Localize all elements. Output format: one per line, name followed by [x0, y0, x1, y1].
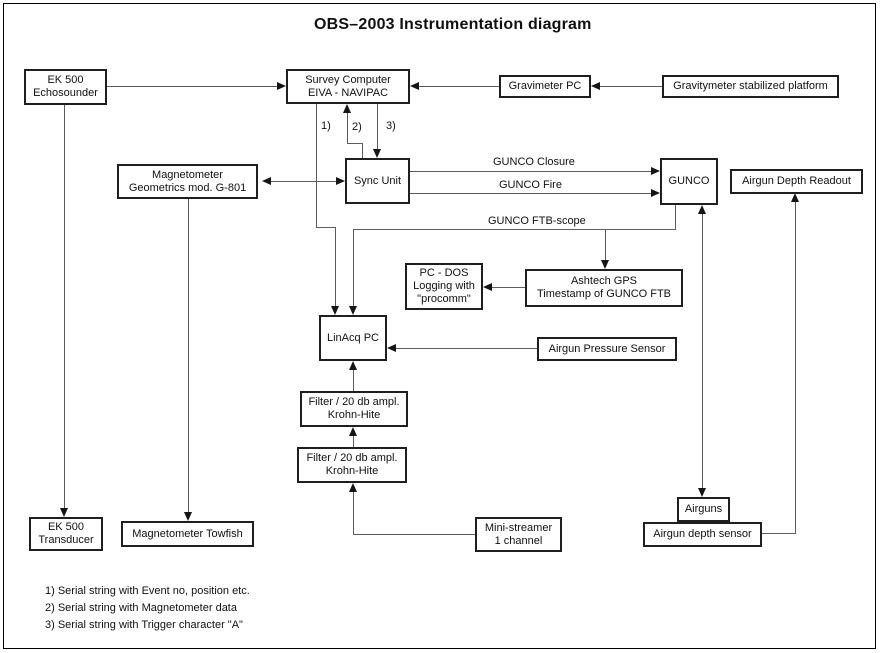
- node-magnetometer: Magnetometer Geometrics mod. G-801: [117, 164, 258, 199]
- edge-label-serial2: 2): [352, 121, 362, 133]
- node-magnetometer-towfish: Magnetometer Towfish: [121, 521, 254, 547]
- footnote-serial1: 1) Serial string with Event no, position…: [45, 585, 250, 597]
- edge-filterlower-to-filterupper-line: [353, 436, 354, 447]
- node-ashtech-gps: Ashtech GPS Timestamp of GUNCO FTB: [525, 269, 683, 307]
- edge-label-serial1: 1): [321, 120, 331, 132]
- outer-frame: [3, 3, 876, 649]
- node-ek500-transducer: EK 500 Transducer: [29, 517, 103, 551]
- edge-ek500-to-transducer-line: [64, 105, 65, 509]
- edge-gunco-fire-line: [410, 193, 651, 194]
- edge-gunco-ftb-line: [675, 205, 676, 230]
- arrowhead-into-pcdos-icon: [483, 283, 492, 291]
- arrowhead-into-filterupper-icon: [349, 427, 357, 436]
- node-gravimeter-pc: Gravimeter PC: [499, 75, 591, 98]
- arrowhead-into-towfish-icon: [184, 512, 192, 521]
- edge-serial1-line: [316, 227, 336, 228]
- node-airgun-depth-readout: Airgun Depth Readout: [730, 169, 863, 194]
- arrowhead-into-survey-bottom-icon: [343, 104, 351, 113]
- arrowhead-into-linacq-bottom-icon: [349, 361, 357, 370]
- arrowhead-into-transducer-icon: [60, 508, 68, 517]
- edge-gunco-closure-line: [410, 171, 651, 172]
- edge-ashtech-to-pcdos-line: [492, 287, 525, 288]
- arrowhead-into-survey-right-icon: [410, 82, 419, 90]
- node-airguns: Airguns: [677, 497, 730, 522]
- edge-magnetometer-sync-line: [271, 181, 337, 182]
- node-ek500-echosounder: EK 500 Echosounder: [24, 69, 107, 105]
- edge-depthsensor-to-readout-line: [762, 533, 796, 534]
- edge-gravimeterpc-to-survey-line: [419, 86, 499, 87]
- edge-platform-to-gravimeterpc-line: [600, 86, 662, 87]
- edge-serial2-line: [347, 143, 363, 144]
- edge-gunco-airguns-line: [702, 214, 703, 489]
- edge-gunco-ftb-line: [353, 229, 354, 307]
- arrowhead-into-sync-top-icon: [373, 149, 381, 158]
- node-pc-dos: PC - DOS Logging with "procomm": [405, 263, 483, 310]
- edge-filterupper-to-linacq-line: [353, 370, 354, 391]
- edge-ek500-to-survey-line: [107, 86, 277, 87]
- node-linacq-pc: LinAcq PC: [319, 315, 387, 361]
- node-airgun-pressure-sensor: Airgun Pressure Sensor: [537, 337, 677, 361]
- edge-ftb-branch-to-ashtech-line: [605, 229, 606, 261]
- arrowhead-into-magnetometer-icon: [262, 177, 271, 185]
- footnote-serial3: 3) Serial string with Trigger character …: [45, 619, 243, 631]
- arrowhead-into-airguns-icon: [698, 488, 706, 497]
- arrowhead-into-linacq-top2-icon: [349, 306, 357, 315]
- edge-label-gunco-ftb-scope: GUNCO FTB-scope: [486, 215, 588, 227]
- node-filter-upper: Filter / 20 db ampl. Krohn-Hite: [300, 391, 408, 427]
- arrowhead-gunco-fire-icon: [651, 189, 660, 197]
- node-airgun-depth-sensor: Airgun depth sensor: [643, 522, 762, 547]
- arrowhead-into-linacq-top1-icon: [331, 306, 339, 315]
- edge-pressure-to-linacq-line: [396, 348, 537, 349]
- arrowhead-into-ashtech-icon: [601, 260, 609, 269]
- edge-gunco-ftb-line: [353, 229, 676, 230]
- edge-label-gunco-closure: GUNCO Closure: [491, 156, 577, 168]
- edge-serial1-line: [335, 227, 336, 307]
- node-filter-lower: Filter / 20 db ampl. Krohn-Hite: [297, 447, 407, 483]
- node-survey-computer: Survey Computer EIVA - NAVIPAC: [286, 69, 410, 104]
- node-sync-unit: Sync Unit: [345, 158, 410, 204]
- edge-ministreamer-to-filterlower-line: [353, 534, 475, 535]
- footnote-serial2: 2) Serial string with Magnetometer data: [45, 602, 237, 614]
- node-mini-streamer: Mini-streamer 1 channel: [475, 517, 562, 552]
- edge-label-gunco-fire: GUNCO Fire: [497, 179, 564, 191]
- diagram-title: OBS–2003 Instrumentation diagram: [314, 16, 592, 33]
- edge-ministreamer-to-filterlower-line: [353, 492, 354, 534]
- arrowhead-into-sync-left-icon: [336, 177, 345, 185]
- edge-magnetometer-to-towfish-line: [188, 199, 189, 513]
- node-gravitymeter-platform: Gravitymeter stabilized platform: [662, 75, 839, 98]
- edge-serial3-line: [377, 104, 378, 150]
- arrowhead-into-linacq-right-icon: [387, 344, 396, 352]
- arrowhead-into-survey-left-icon: [277, 82, 286, 90]
- arrowhead-gunco-closure-icon: [651, 167, 660, 175]
- arrowhead-into-filterlower-icon: [349, 483, 357, 492]
- node-gunco: GUNCO: [660, 158, 718, 205]
- edge-serial2-line: [362, 143, 363, 158]
- arrowhead-into-gravimeterpc-icon: [591, 82, 600, 90]
- edge-label-serial3: 3): [386, 120, 396, 132]
- edge-serial2-line: [347, 113, 348, 144]
- arrowhead-into-gunco-bottom-icon: [698, 205, 706, 214]
- arrowhead-into-readout-icon: [791, 193, 799, 202]
- edge-depthsensor-to-readout-line: [795, 202, 796, 533]
- edge-serial1-line: [316, 104, 317, 227]
